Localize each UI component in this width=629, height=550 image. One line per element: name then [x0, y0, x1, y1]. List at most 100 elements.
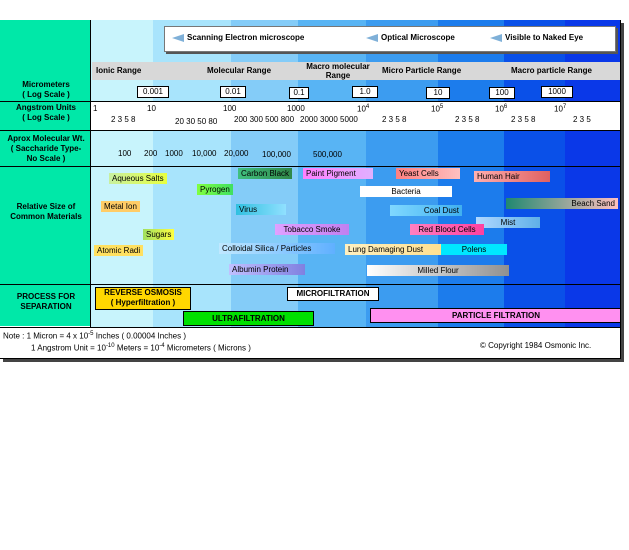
angstrom-major: 100: [223, 104, 237, 113]
row-divider: [0, 101, 621, 102]
label-molwt-1: Aprox Molecular Wt.: [7, 134, 85, 143]
row-divider: [0, 166, 621, 167]
label-process-2: SEPARATION: [20, 302, 72, 311]
label-molwt: Aprox Molecular Wt. ( Saccharide Type- N…: [2, 134, 90, 164]
legend-optical: Optical Microscope: [366, 33, 455, 42]
angstrom-minor: 200 300 500 800: [234, 115, 295, 124]
spectrum-chart: Scanning Electron microscope Optical Mic…: [0, 20, 622, 359]
micron-value: 0.1: [289, 87, 309, 99]
material-aqueous-salts: Aqueous Salts: [109, 173, 167, 184]
angstrom-minor: 2 3 5 8: [382, 115, 407, 124]
angstrom-major: 1: [93, 104, 98, 113]
molwt-value: 10,000: [192, 149, 217, 158]
micron-value: 1.0: [352, 86, 378, 98]
label-angstrom-scale: ( Log Scale ): [22, 113, 70, 122]
microscope-legend: [164, 26, 616, 52]
angstrom-minor: 2 3 5: [573, 115, 591, 124]
angstrom-minor: 2 3 5 8: [111, 115, 136, 124]
range-macro-particle: Macro particle Range: [511, 66, 592, 75]
note-line-2: 1 Angstrom Unit = 10-10 Meters = 10-4 Mi…: [31, 343, 251, 353]
legend-sem: Scanning Electron microscope: [172, 33, 304, 42]
legend-sem-label: Scanning Electron microscope: [187, 33, 305, 42]
note2-exp1: -10: [105, 343, 115, 349]
row-divider: [0, 130, 621, 131]
material-milled-flour: Milled Flour: [367, 265, 509, 276]
optical-arrow-icon: [366, 33, 378, 42]
molwt-value: 100,000: [262, 150, 291, 159]
angstrom-exponent: 7: [562, 104, 567, 110]
angstrom-base: 10: [431, 104, 440, 114]
sem-arrow-icon: [172, 33, 184, 42]
note1-exp: -5: [88, 331, 94, 337]
molwt-value: 500,000: [313, 150, 342, 159]
angstrom-minor: 2 3 5 8: [455, 115, 480, 124]
angstrom-minor: 2 3 5 8: [511, 115, 536, 124]
range-micro-particle: Micro Particle Range: [382, 66, 462, 75]
note2-part-c: Micrometers ( Microns ): [164, 343, 251, 353]
micron-value: 0.01: [220, 86, 246, 98]
angstrom-major-exp: 104: [357, 104, 369, 114]
micron-value: 1000: [541, 86, 573, 98]
material-colloidal-silica: Colloidal Silica / Particles: [219, 243, 335, 254]
label-relsize-2: Common Materials: [10, 212, 82, 221]
micron-value: 10: [426, 87, 450, 99]
legend-naked: Visible to Naked Eye: [490, 33, 583, 42]
material-sugars: Sugars: [143, 229, 175, 240]
process-ro-sub: ( Hyperfiltration ): [110, 298, 176, 307]
label-micrometers: Micrometers ( Log Scale ): [2, 80, 90, 100]
row-divider: [0, 284, 621, 285]
angstrom-major: 1000: [287, 104, 305, 113]
legend-naked-label: Visible to Naked Eye: [505, 33, 584, 42]
material-metal-ion: Metal Ion: [101, 201, 140, 212]
material-red-blood-cells: Red Blood Cells: [410, 224, 484, 235]
label-molwt-2: ( Saccharide Type-: [10, 144, 82, 153]
angstrom-major: 10: [147, 104, 156, 113]
label-micrometers-title: Micrometers: [22, 80, 70, 89]
angstrom-major-exp: 107: [554, 104, 566, 114]
material-carbon-black: Carbon Black: [238, 168, 293, 179]
label-process: PROCESS FOR SEPARATION: [2, 292, 90, 312]
micron-value: 100: [489, 87, 515, 99]
material-lung-damaging-dust: Lung Damaging Dust: [345, 244, 441, 255]
note2-part-b: Meters = 10: [114, 343, 160, 353]
label-molwt-3: No Scale ): [26, 154, 66, 163]
angstrom-exponent: 4: [365, 104, 370, 110]
material-atomic-radi: Atomic Radi: [94, 245, 144, 256]
angstrom-major-exp: 105: [431, 104, 443, 114]
note1-part-b: Inches ( 0.00004 Inches ): [93, 331, 186, 341]
material-albumin-protein: Albumin Protein: [229, 264, 305, 275]
material-beach-sand: Beach Sand: [506, 198, 618, 209]
range-molecular: Molecular Range: [207, 66, 272, 75]
material-pyrogen: Pyrogen: [197, 184, 233, 195]
molwt-value: 100: [118, 149, 132, 158]
angstrom-base: 10: [357, 104, 366, 114]
angstrom-row-bg: [91, 102, 621, 130]
row-label-column: [0, 20, 90, 326]
note2-exp2: -4: [159, 343, 165, 349]
copyright: © Copyright 1984 Osmonic Inc.: [480, 341, 592, 350]
outer-frame: [0, 20, 621, 359]
label-angstrom-title: Angstrom Units: [16, 103, 76, 112]
notes-panel: [0, 327, 621, 358]
process-ro-title: REVERSE OSMOSIS: [104, 288, 182, 297]
angstrom-minor: 20 30 50 80: [175, 117, 218, 126]
range-macro-molecular: Macro molecular Range: [306, 62, 370, 80]
naked-eye-arrow-icon: [490, 33, 502, 42]
note-line-1: Note : 1 Micron = 4 x 10-5 Inches ( 0.00…: [3, 331, 186, 341]
label-micrometers-scale: ( Log Scale ): [22, 90, 70, 99]
material-yeast-cells: Yeast Cells: [396, 168, 460, 179]
material-coal-dust: Coal Dust: [390, 205, 462, 216]
range-ionic: Ionic Range: [96, 66, 142, 75]
angstrom-exponent: 6: [503, 104, 508, 110]
note1-part-a: Note : 1 Micron = 4 x 10: [3, 331, 89, 341]
micron-value: 0.001: [137, 86, 169, 98]
material-mist: Mist: [476, 217, 540, 228]
label-process-1: PROCESS FOR: [16, 292, 76, 301]
molwt-value: 200: [144, 149, 158, 158]
material-tobacco-smoke: Tobacco Smoke: [275, 224, 349, 235]
angstrom-base: 10: [554, 104, 563, 114]
process-microfiltration: MICROFILTRATION: [287, 287, 379, 301]
molwt-value: 1000: [165, 149, 183, 158]
angstrom-base: 10: [495, 104, 504, 114]
note2-part-a: 1 Angstrom Unit = 10: [31, 343, 106, 353]
